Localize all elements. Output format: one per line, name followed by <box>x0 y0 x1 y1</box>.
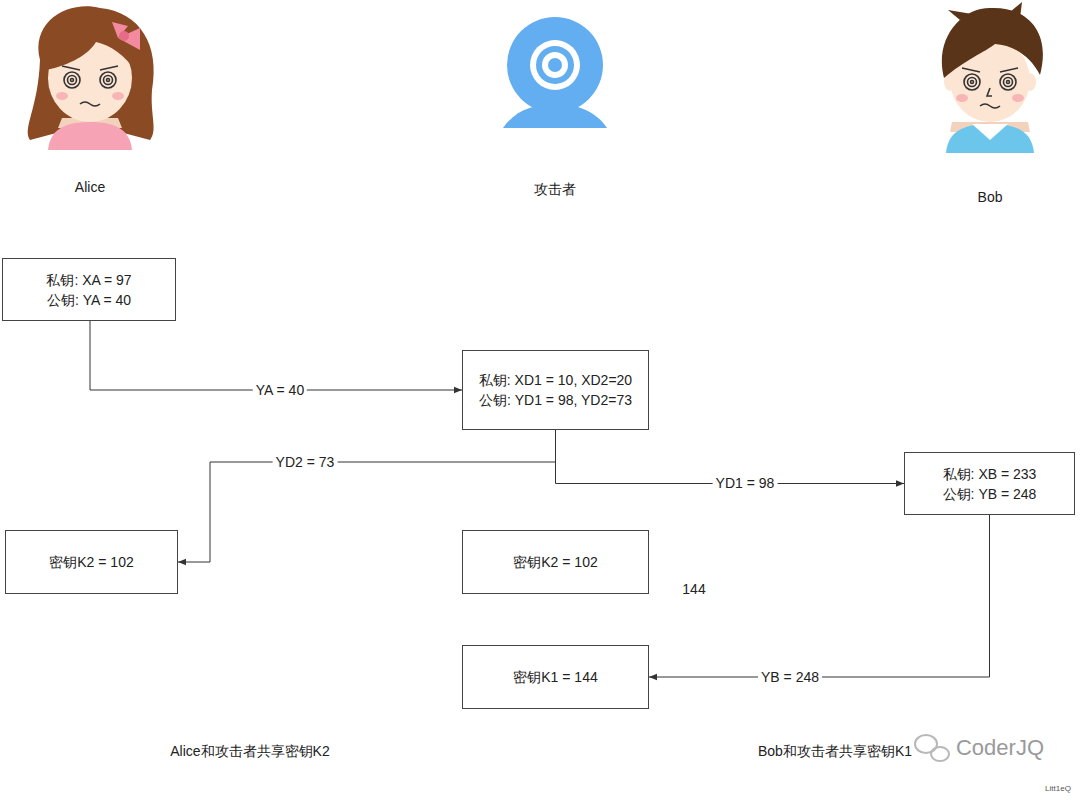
alice-figure <box>28 6 154 150</box>
value-note: 144 <box>682 581 705 597</box>
node-text: 私钥: XB = 233 <box>943 464 1037 484</box>
node-text: 密钥K1 = 144 <box>513 667 597 687</box>
edge-label: YA = 40 <box>253 381 307 399</box>
caption-note: Alice和攻击者共享密钥K2 <box>170 743 329 761</box>
watermark: Litt1eQ <box>1045 784 1071 793</box>
edge-label: YD1 = 98 <box>713 474 778 492</box>
edge-label: YB = 248 <box>758 668 822 686</box>
key-pair-box: 私钥: XA = 97公钥: YA = 40 <box>2 258 176 321</box>
shared-key-box: 密钥K1 = 144 <box>462 645 649 709</box>
watermark: CoderJQ <box>956 735 1044 761</box>
node-text: 私钥: XA = 97 <box>46 270 131 290</box>
node-text: 私钥: XD1 = 10, XD2=20 <box>479 370 632 390</box>
node-text: 密钥K2 = 102 <box>49 552 133 572</box>
watermark-icon <box>915 735 949 761</box>
node-text: 密钥K2 = 102 <box>513 552 597 572</box>
webcam-icon <box>503 17 607 128</box>
key-pair-box: 私钥: XB = 233公钥: YB = 248 <box>904 452 1075 515</box>
arrow-connector <box>649 515 990 677</box>
node-text: 公钥: YA = 40 <box>47 290 131 310</box>
bob-figure <box>942 2 1043 153</box>
person-name: 攻击者 <box>534 181 576 199</box>
shared-key-box: 密钥K2 = 102 <box>5 530 178 594</box>
node-text: 公钥: YD1 = 98, YD2=73 <box>479 390 632 410</box>
edge-label: YD2 = 73 <box>273 453 338 471</box>
arrow-connector <box>90 321 462 390</box>
person-name: Bob <box>978 189 1003 205</box>
caption-note: Bob和攻击者共享密钥K1 <box>758 743 912 761</box>
node-text: 公钥: YB = 248 <box>943 484 1037 504</box>
person-name: Alice <box>75 179 105 195</box>
key-pair-box: 私钥: XD1 = 10, XD2=20公钥: YD1 = 98, YD2=73 <box>462 350 649 430</box>
shared-key-box: 密钥K2 = 102 <box>462 530 649 594</box>
